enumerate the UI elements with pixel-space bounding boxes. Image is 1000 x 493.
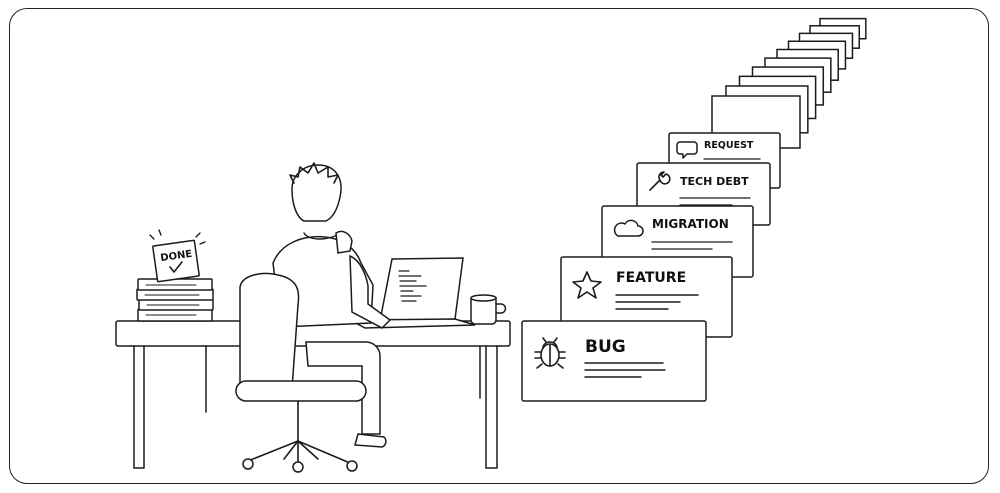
receding-ticket-queue [711, 17, 867, 149]
done-ticket-stack: DONE [136, 229, 214, 322]
coffee-mug [470, 294, 507, 325]
wrench-icon [649, 171, 671, 191]
ticket-bug: BUG [521, 320, 707, 402]
ticket-bug-label: BUG [585, 337, 626, 357]
chat-bubble-icon [676, 141, 698, 159]
ticket-request-label: REQUEST [704, 140, 754, 151]
office-chair [235, 272, 367, 473]
ticket-feature-label: FEATURE [616, 270, 686, 286]
done-label: DONE [160, 249, 193, 264]
laptop [349, 257, 476, 329]
done-sign: DONE [149, 229, 206, 283]
bug-icon [534, 337, 566, 369]
ticket-tech-debt-label: TECH DEBT [680, 175, 749, 188]
checkmark-icon [169, 261, 183, 273]
ticket-migration-label: MIGRATION [652, 217, 729, 231]
ticket-feature: FEATURE [560, 256, 733, 338]
code-on-screen [398, 270, 427, 302]
star-icon [572, 271, 602, 299]
illustration-frame: REQUEST TECH DEBT MIGRATION FEATURE BUG [9, 8, 989, 484]
cloud-icon [613, 219, 644, 237]
ticket-backlog-illustration: REQUEST TECH DEBT MIGRATION FEATURE BUG [115, 17, 867, 473]
